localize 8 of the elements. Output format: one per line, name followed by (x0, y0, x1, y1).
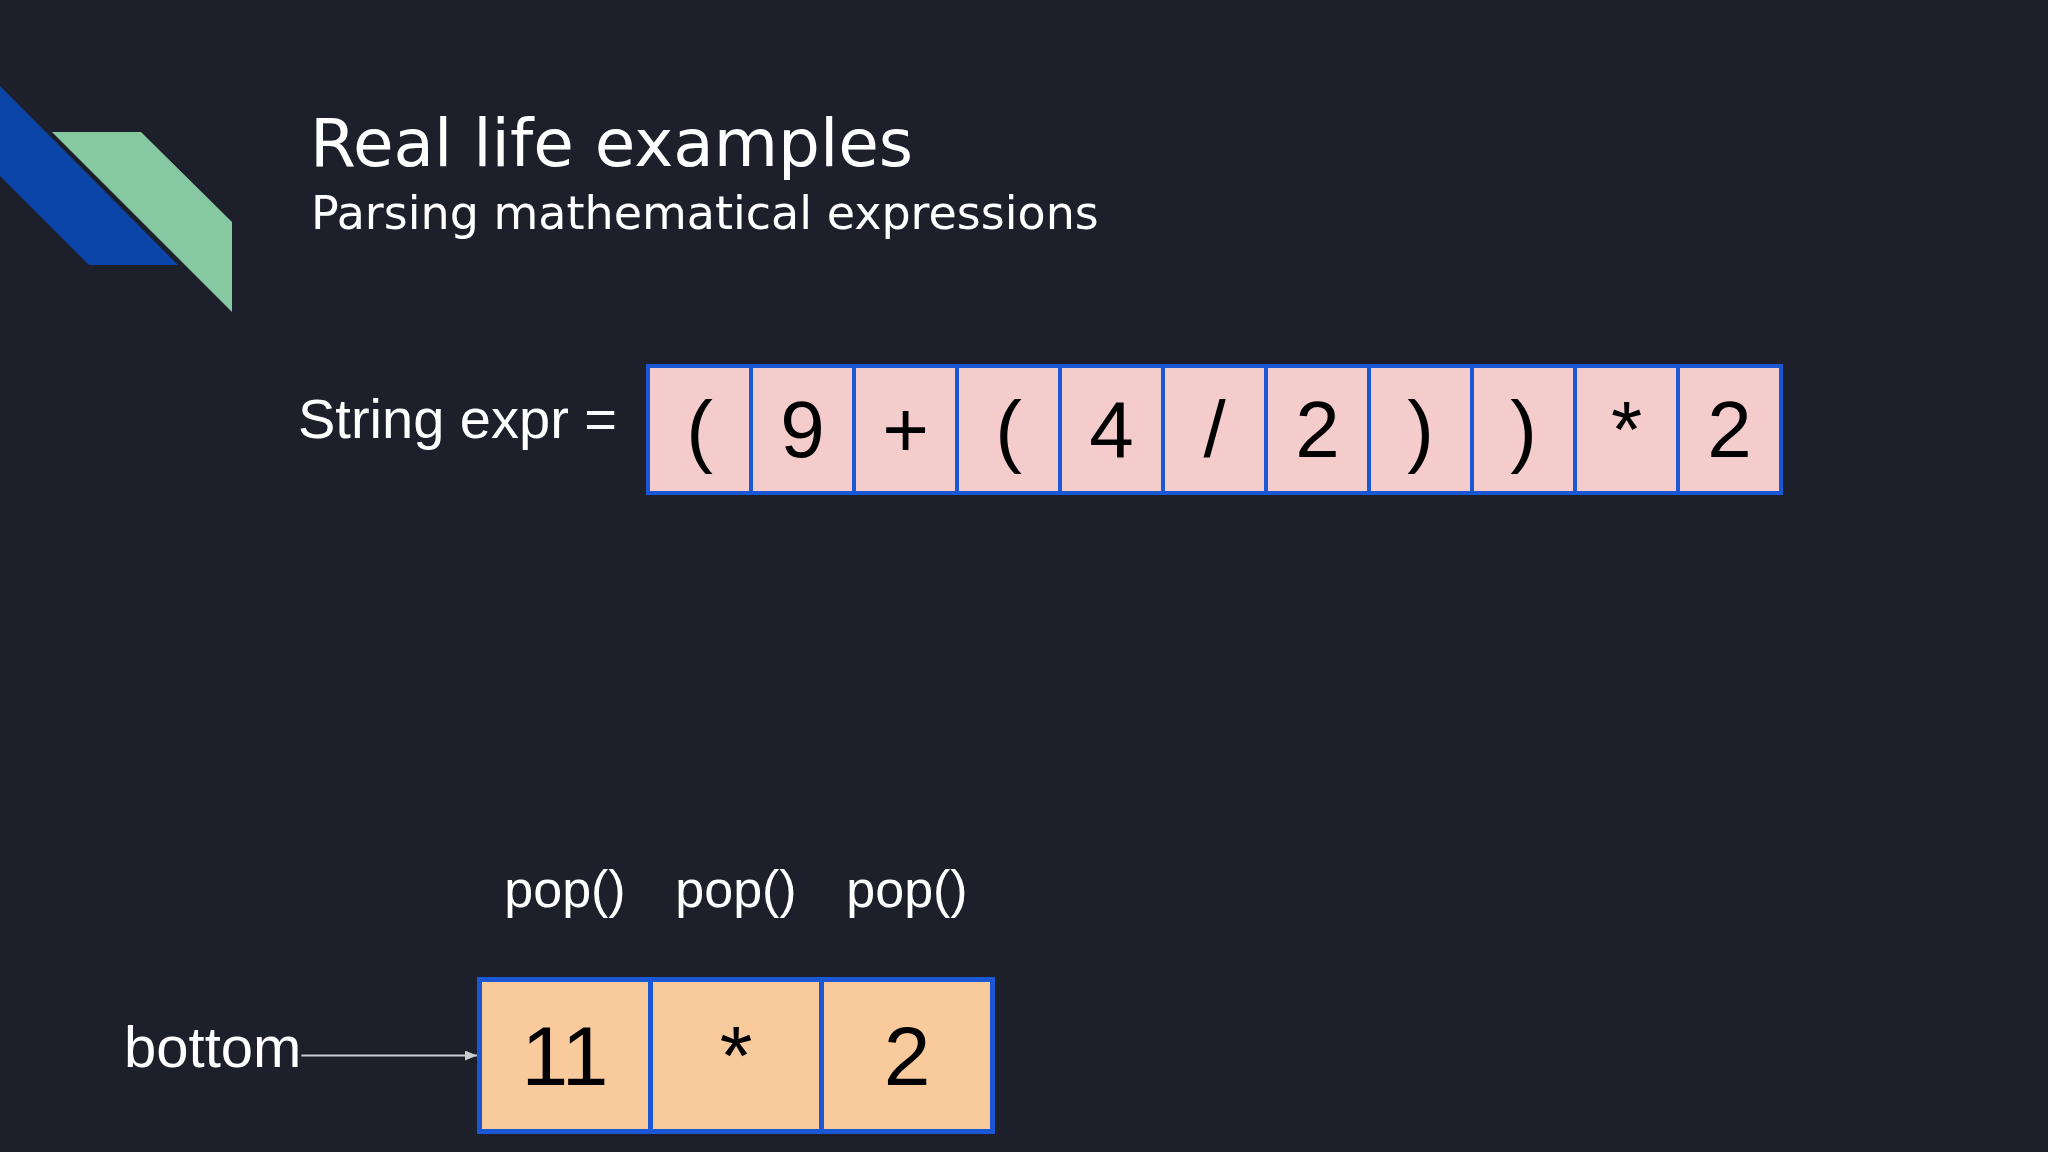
operation-label: pop() (846, 859, 968, 920)
variable-label: String expr = (298, 386, 618, 452)
slide-subtitle: Parsing mathematical expressions (311, 186, 1099, 242)
operation-label: pop() (504, 859, 626, 920)
operation-label: pop() (675, 859, 797, 920)
arrow (300, 1050, 478, 1061)
pointer-label: bottom (124, 1012, 302, 1082)
slide-title: Real life examples (310, 104, 914, 184)
